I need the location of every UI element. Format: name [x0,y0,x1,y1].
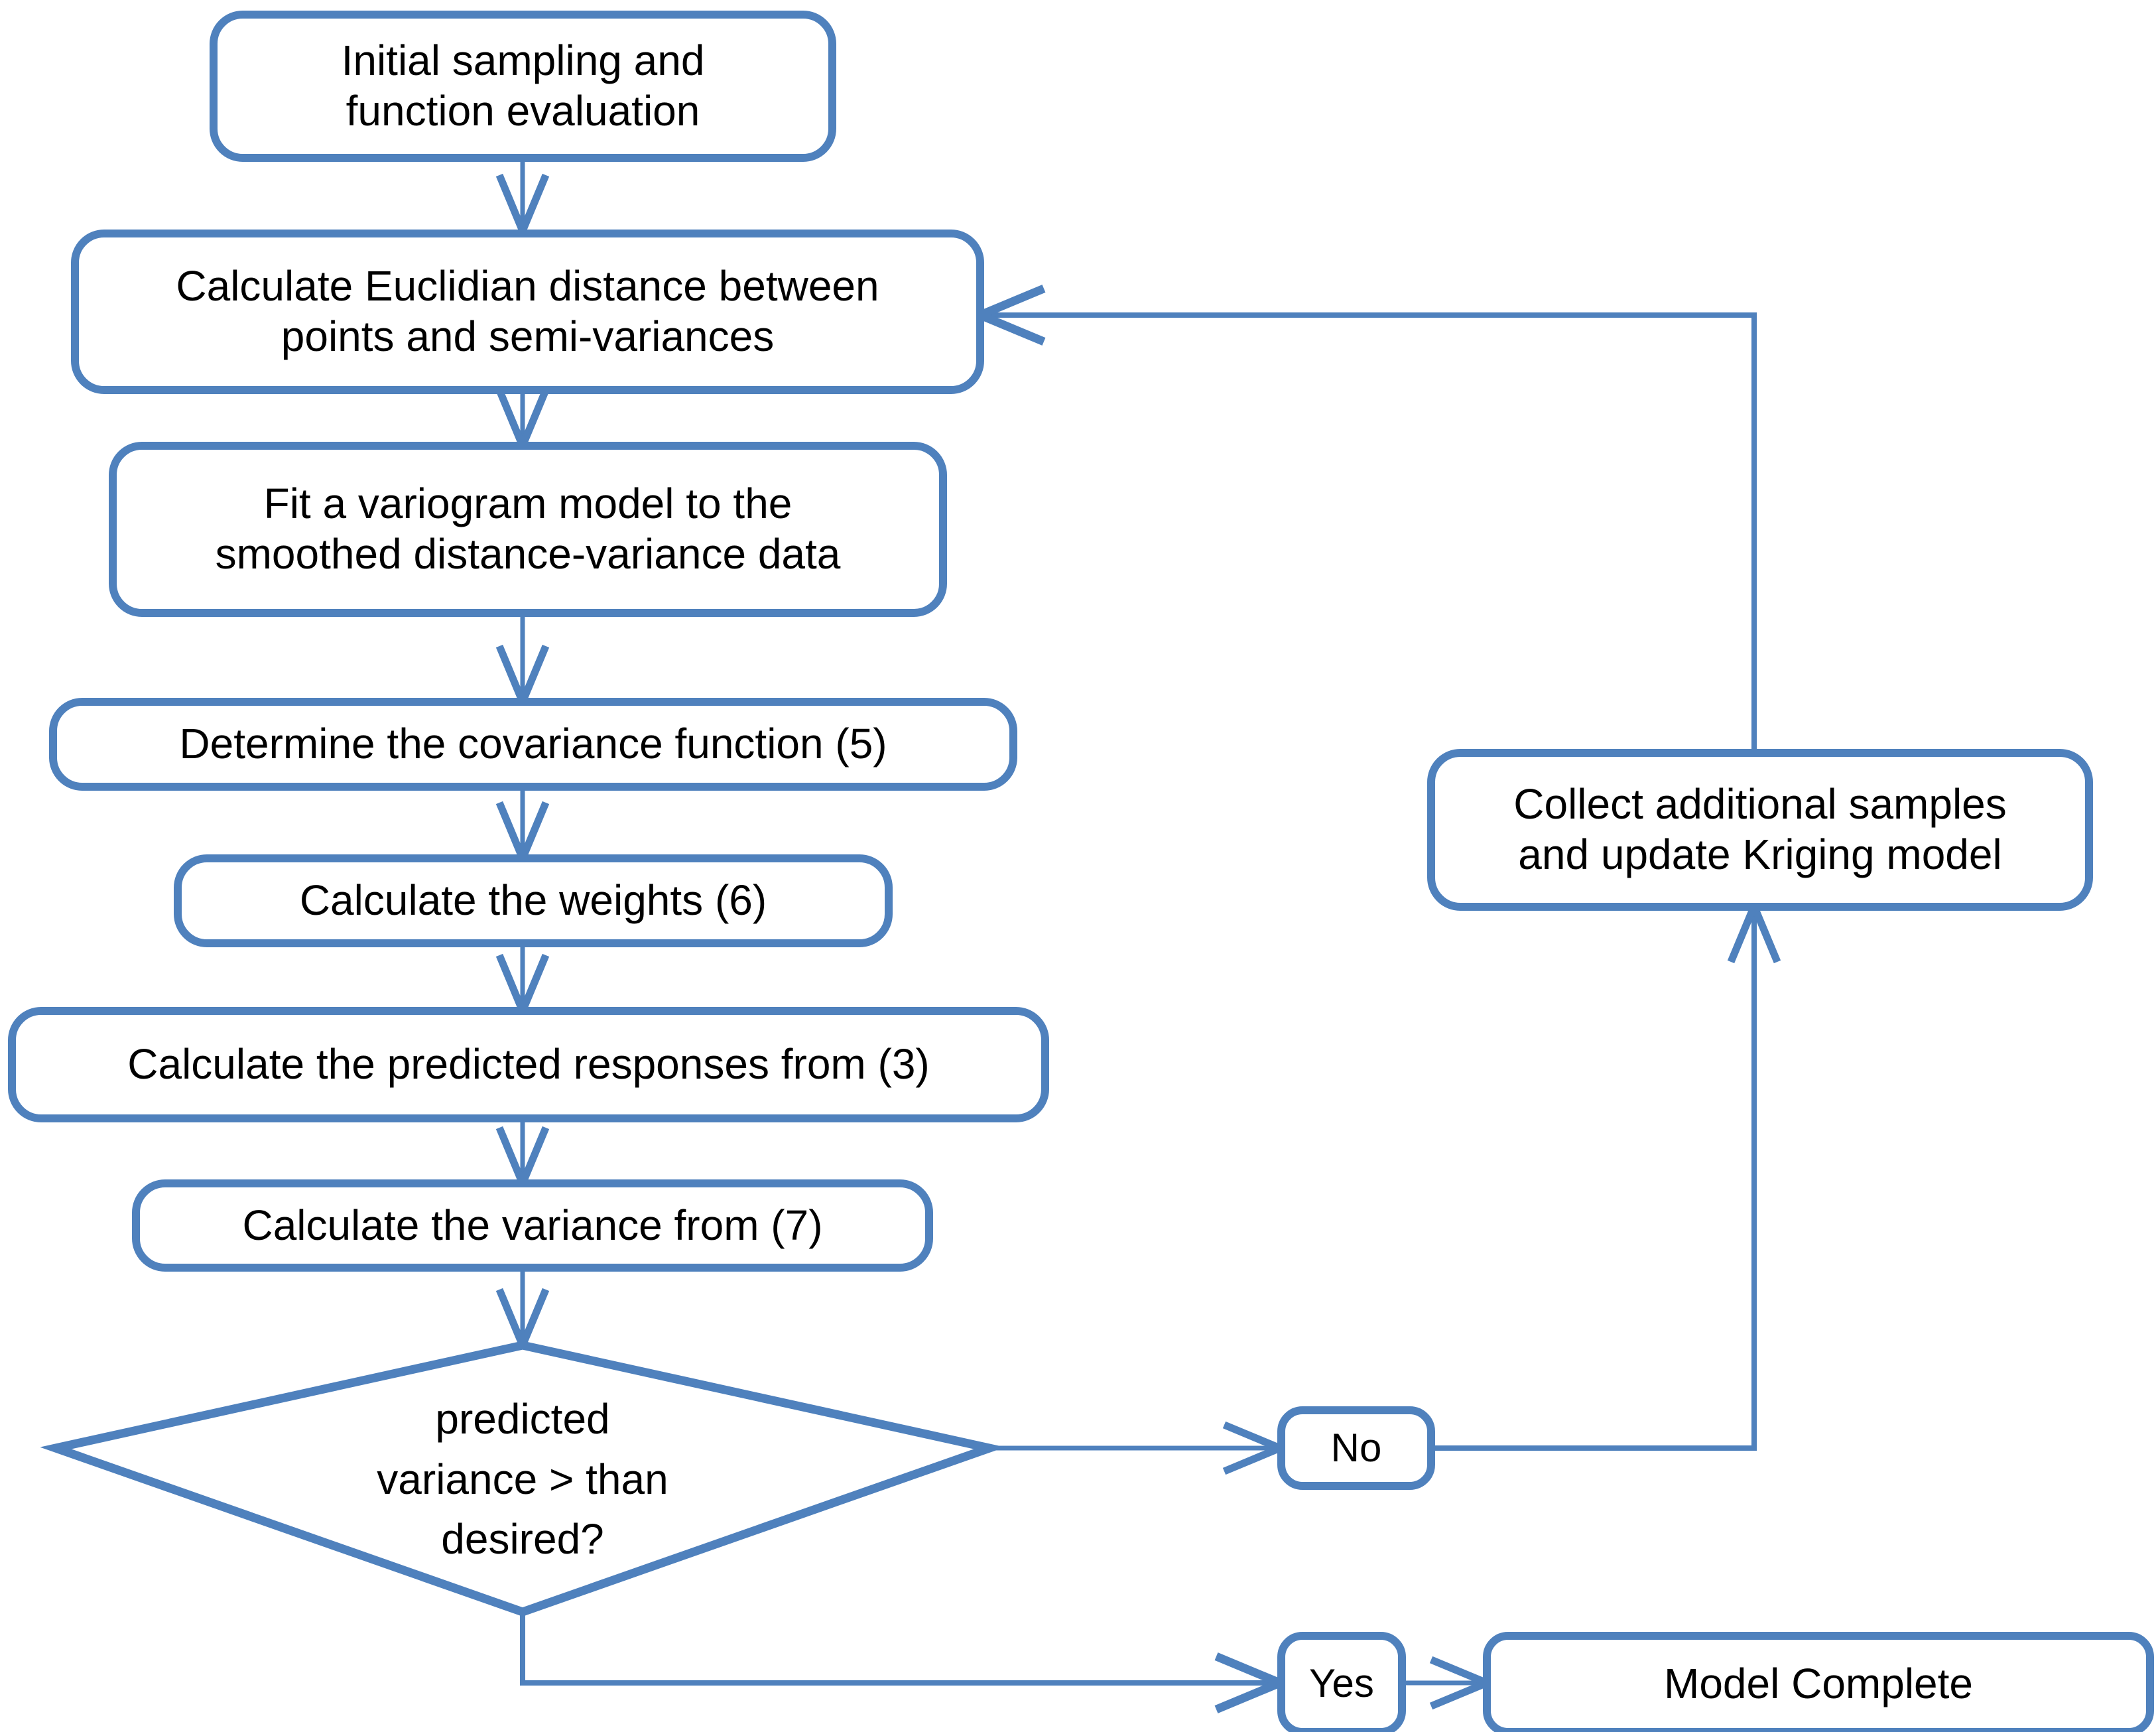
node-fit-variogram[interactable] [109,442,947,617]
node-predicted-responses[interactable] [8,1007,1049,1122]
node-branch-yes[interactable] [1277,1632,1406,1732]
node-calculate-variance[interactable] [132,1179,933,1272]
edge-decision-to-yes [520,1612,1291,1713]
node-calculate-weights[interactable] [174,854,893,947]
node-model-complete[interactable] [1483,1632,2154,1732]
node-euclidian-distance[interactable] [71,230,984,394]
node-branch-no[interactable] [1277,1406,1435,1490]
node-decision-diamond[interactable] [40,1341,1005,1617]
node-initial-sampling[interactable] [210,11,836,162]
node-collect-samples[interactable] [1427,749,2093,911]
node-covariance-function[interactable] [49,698,1017,791]
